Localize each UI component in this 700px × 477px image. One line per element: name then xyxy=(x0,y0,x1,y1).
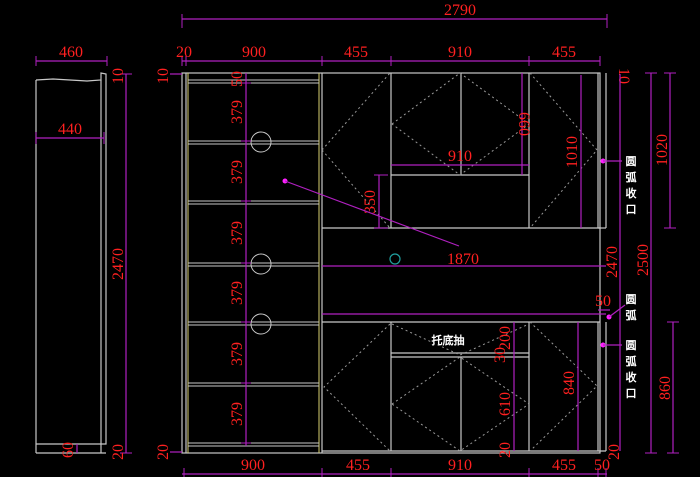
dim-bottom-455-right: 455 xyxy=(552,457,576,474)
dim-60-plinth: 60 xyxy=(60,442,77,458)
dim-shelf-top-50: 50 xyxy=(229,71,246,87)
dim-1020: 1020 xyxy=(654,134,671,166)
dim-2790: 2790 xyxy=(444,2,476,19)
dim-660: 660 xyxy=(515,112,532,136)
front-view: 2790 20 900 455 910 455 xyxy=(155,2,679,477)
dim-910-inner: 910 xyxy=(448,148,472,165)
dim-20-side: 20 xyxy=(110,444,127,460)
upper-cabinet xyxy=(321,72,607,229)
dim-shelf-6: 379 xyxy=(229,402,246,426)
svg-text:圆: 圆 xyxy=(626,293,637,306)
drawer-label: 托底抽 xyxy=(432,333,465,347)
dim-bottom-900: 900 xyxy=(241,457,265,474)
svg-text:收: 收 xyxy=(626,370,637,384)
dim-bottom-910: 910 xyxy=(448,457,472,474)
dim-350: 350 xyxy=(362,190,379,214)
svg-text:圆: 圆 xyxy=(626,155,637,168)
dim-200: 200 xyxy=(497,326,514,350)
dim-10-side: 10 xyxy=(110,68,127,84)
dim-top-455-right: 455 xyxy=(552,44,576,61)
dim-bottom-50: 50 xyxy=(594,457,610,474)
dim-860: 860 xyxy=(657,376,674,400)
dim-2500: 2500 xyxy=(635,244,652,276)
dim-upper-right-10: 10 xyxy=(615,68,632,84)
dim-front-left-20: 20 xyxy=(155,444,172,460)
svg-text:口: 口 xyxy=(626,387,637,400)
dim-lower-20: 20 xyxy=(497,442,514,458)
dim-840: 840 xyxy=(561,371,578,395)
hole-marker xyxy=(389,253,401,265)
dim-shelf-3: 379 xyxy=(229,221,246,245)
dim-top-910: 910 xyxy=(448,44,472,61)
side-view: 460 440 2470 10 20 60 xyxy=(35,44,132,460)
dim-top-455-left: 455 xyxy=(344,44,368,61)
dim-2470-side: 2470 xyxy=(110,248,127,280)
dim-610: 610 xyxy=(497,392,514,416)
dim-1010: 1010 xyxy=(564,136,581,168)
leader-line-1870 xyxy=(284,180,460,247)
lower-cabinet: 托底抽 xyxy=(322,321,607,452)
cable-hole-1 xyxy=(250,131,272,153)
svg-text:圆: 圆 xyxy=(626,339,637,352)
dim-30: 30 xyxy=(492,347,509,363)
dim-top-20: 20 xyxy=(176,44,192,61)
svg-text:弧: 弧 xyxy=(626,170,637,184)
dim-1870: 1870 xyxy=(447,251,479,268)
dim-lower-top-50: 50 xyxy=(595,293,611,310)
cable-hole-3 xyxy=(250,313,272,335)
dim-top-900: 900 xyxy=(242,44,266,61)
dim-440: 440 xyxy=(58,121,82,138)
dim-shelf-1: 379 xyxy=(229,100,246,124)
dim-shelf-5: 379 xyxy=(229,342,246,366)
svg-text:口: 口 xyxy=(626,203,637,216)
annotation-arc-edge-upper: 圆 弧 收 口 xyxy=(626,155,637,216)
side-panel-outline xyxy=(35,72,107,445)
dim-shelf-2: 379 xyxy=(229,160,246,184)
shelf-unit xyxy=(188,79,319,447)
svg-text:收: 收 xyxy=(626,186,637,200)
dim-front-left-10: 10 xyxy=(155,68,172,84)
dim-460: 460 xyxy=(59,44,83,61)
cable-hole-2 xyxy=(250,253,272,275)
dim-2470-front: 2470 xyxy=(604,246,621,278)
annotation-arc-edge-lower: 圆 弧 收 口 xyxy=(626,339,637,400)
dim-shelf-4: 379 xyxy=(229,281,246,305)
dim-bottom-455-left: 455 xyxy=(346,457,370,474)
annotation-arc-mid: 圆 弧 xyxy=(626,293,637,322)
svg-text:弧: 弧 xyxy=(626,354,637,368)
dim-lower-right-20: 20 xyxy=(606,444,623,460)
svg-text:弧: 弧 xyxy=(626,308,637,322)
